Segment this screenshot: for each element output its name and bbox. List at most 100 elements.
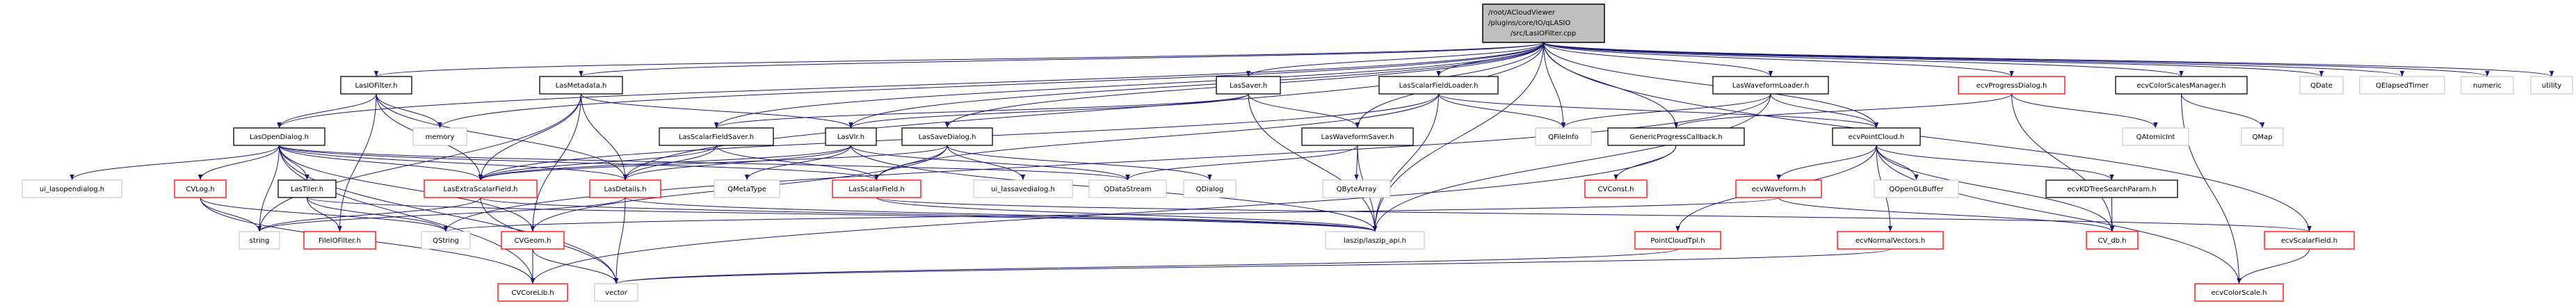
edge-LasMetadata-to-string (257, 93, 581, 232)
node-PointCloudTpl[interactable]: PointCloudTpl.h (1634, 231, 1721, 250)
node-label: ui_lasopendialog.h (40, 186, 104, 193)
edge-LasVlr-to-QDataStream (851, 145, 1130, 181)
node-LasScalarFieldLoader[interactable]: LasScalarFieldLoader.h (1378, 76, 1499, 95)
edge-LasOpenDialog-to-LasDetails (279, 145, 628, 181)
node-LasMetadata[interactable]: LasMetadata.h (539, 76, 623, 95)
node-label: QElapsedTimer (2376, 82, 2429, 90)
node-box (2045, 179, 2178, 198)
node-CVLog[interactable]: CVLog.h (174, 179, 227, 198)
node-box (1088, 179, 1167, 198)
node-box (1325, 231, 1425, 250)
edge-LasWaveformLoader-to-QString (443, 93, 1771, 232)
edge-root-to-QFileInfo (1543, 42, 1566, 129)
node-ecvPointCloud[interactable]: ecvPointCloud.h (1832, 127, 1921, 146)
edge-LasOpenDialog-to-LasExtraScalarField (279, 145, 483, 181)
node-box (2530, 76, 2573, 95)
node-label: ui_lassavedialog.h (991, 186, 1055, 193)
node-box (1322, 179, 1391, 198)
node-LasIOFilter[interactable]: LasIOFilter.h (340, 76, 412, 95)
node-label: LasSaveDialog.h (919, 134, 976, 141)
edge-LasScalarFieldLoader-to-LasScalarField (874, 93, 1439, 181)
node-CV_db[interactable]: CV_db.h (2086, 231, 2139, 250)
edge-LasDetails-to-laszip_api (625, 197, 1377, 232)
node-box (832, 179, 921, 198)
nodes-layer: /root/ACloudViewer /plugins/core/IO/qLAS… (22, 3, 2573, 302)
edge-LasIOFilter-to-memory (376, 93, 442, 129)
node-label: LasScalarFieldLoader.h (1399, 82, 1479, 90)
edge-ecvWaveform-to-QString (444, 197, 1779, 232)
node-LasDetails[interactable]: LasDetails.h (589, 179, 661, 198)
node-LasSaver[interactable]: LasSaver.h (1216, 76, 1281, 95)
edge-root-to-LasVlr (848, 42, 1544, 129)
node-label: QByteArray (1337, 186, 1377, 193)
node-label: CVGeom.h (514, 237, 551, 245)
edge-LasDetails-to-string (257, 197, 626, 232)
node-LasWaveformSaver[interactable]: LasWaveformSaver.h (1301, 127, 1414, 146)
node-label: QOpenGLBuffer (1889, 186, 1944, 193)
node-box (1301, 127, 1414, 146)
edge-root-to-LasMetadata (579, 42, 1544, 77)
node-label: LasTiler.h (291, 186, 323, 193)
node-LasWaveformLoader[interactable]: LasWaveformLoader.h (1712, 76, 1829, 95)
node-box (2299, 76, 2344, 95)
node-box (2122, 127, 2189, 146)
node-ecvNormalVectors[interactable]: ecvNormalVectors.h (1837, 231, 1944, 250)
node-box (1607, 127, 1745, 146)
node-FileIOFilter[interactable]: FileIOFilter.h (303, 231, 376, 250)
node-label: ecvColorScale.h (2211, 289, 2267, 297)
root-node-box (1482, 3, 1605, 43)
node-ecvProgressDialog[interactable]: ecvProgressDialog.h (1958, 76, 2066, 95)
node-CVCoreLib[interactable]: CVCoreLib.h (497, 283, 568, 302)
node-label: ecvNormalVectors.h (1855, 237, 1925, 245)
edge-ecvNormalVectors-to-vector (614, 248, 1891, 284)
node-LasExtraScalarField[interactable]: LasExtraScalarField.h (424, 179, 538, 198)
node-memory: memory (412, 127, 467, 146)
node-label: PointCloudTpl.h (1650, 237, 1705, 245)
node-LasScalarFieldSaver[interactable]: LasScalarFieldSaver.h (659, 127, 774, 146)
node-label: ecvColorScalesManager.h (2136, 82, 2225, 90)
node-ecvKDTreeSearchParam[interactable]: ecvKDTreeSearchParam.h (2045, 179, 2178, 198)
node-label: numeric (2473, 82, 2502, 90)
node-LasSaveDialog[interactable]: LasSaveDialog.h (901, 127, 993, 146)
node-ecvWaveform[interactable]: ecvWaveform.h (1735, 179, 1822, 198)
edge-LasExtraScalarField-to-laszip_api (480, 197, 1377, 232)
edge-CVLog-to-string (200, 197, 262, 232)
node-ecvScalarField[interactable]: ecvScalarField.h (2264, 231, 2355, 250)
node-box (501, 231, 565, 250)
node-box (421, 231, 471, 250)
node-box (412, 127, 467, 146)
node-QOpenGLBuffer: QOpenGLBuffer (1874, 179, 1959, 198)
edge-LasVlr-to-QMetaType (744, 145, 851, 181)
node-ecvColorScale[interactable]: ecvColorScale.h (2194, 283, 2284, 302)
edge-root-to-numeric (1543, 42, 2490, 77)
edge-ecvPointCloud-to-ecvWaveform (1776, 145, 1877, 181)
node-ecvColorScalesManager[interactable]: ecvColorScalesManager.h (2115, 76, 2248, 95)
edge-root-to-ecvScalarField (1543, 42, 2312, 232)
node-label: ecvScalarField.h (2281, 237, 2337, 245)
node-LasVlr[interactable]: LasVlr.h (825, 127, 877, 146)
node-label: QAtomicInt (2136, 134, 2175, 141)
node-GenericProgressCallback[interactable]: GenericProgressCallback.h (1607, 127, 1745, 146)
root-node: /root/ACloudViewer /plugins/core/IO/qLAS… (1482, 3, 1605, 43)
node-LasTiler[interactable]: LasTiler.h (277, 179, 337, 198)
edge-LasIOFilter-to-LasDetails (376, 93, 628, 181)
edge-LasSaveDialog-to-LasExtraScalarField (478, 145, 948, 181)
node-LasOpenDialog[interactable]: LasOpenDialog.h (233, 127, 325, 146)
node-box (1735, 179, 1822, 198)
node-LasScalarField[interactable]: LasScalarField.h (832, 179, 921, 198)
node-QDate: QDate (2299, 76, 2344, 95)
node-CVConst[interactable]: CVConst.h (1584, 179, 1648, 198)
node-box (1535, 127, 1592, 146)
node-box (2194, 283, 2284, 302)
edge-LasSaver-to-LasScalarFieldSaver (714, 93, 1249, 129)
node-box (1874, 179, 1959, 198)
edge-LasWaveformLoader-to-laszip_api (1372, 93, 1771, 232)
node-box (2359, 76, 2445, 95)
edge-LasTiler-to-laszip_api (307, 197, 1377, 232)
node-utility: utility (2530, 76, 2573, 95)
edge-root-to-ecvProgressDialog (1543, 42, 2014, 77)
node-CVGeom[interactable]: CVGeom.h (501, 231, 565, 250)
edge-root-to-memory (437, 42, 1544, 129)
node-label: QDate (2310, 82, 2333, 90)
